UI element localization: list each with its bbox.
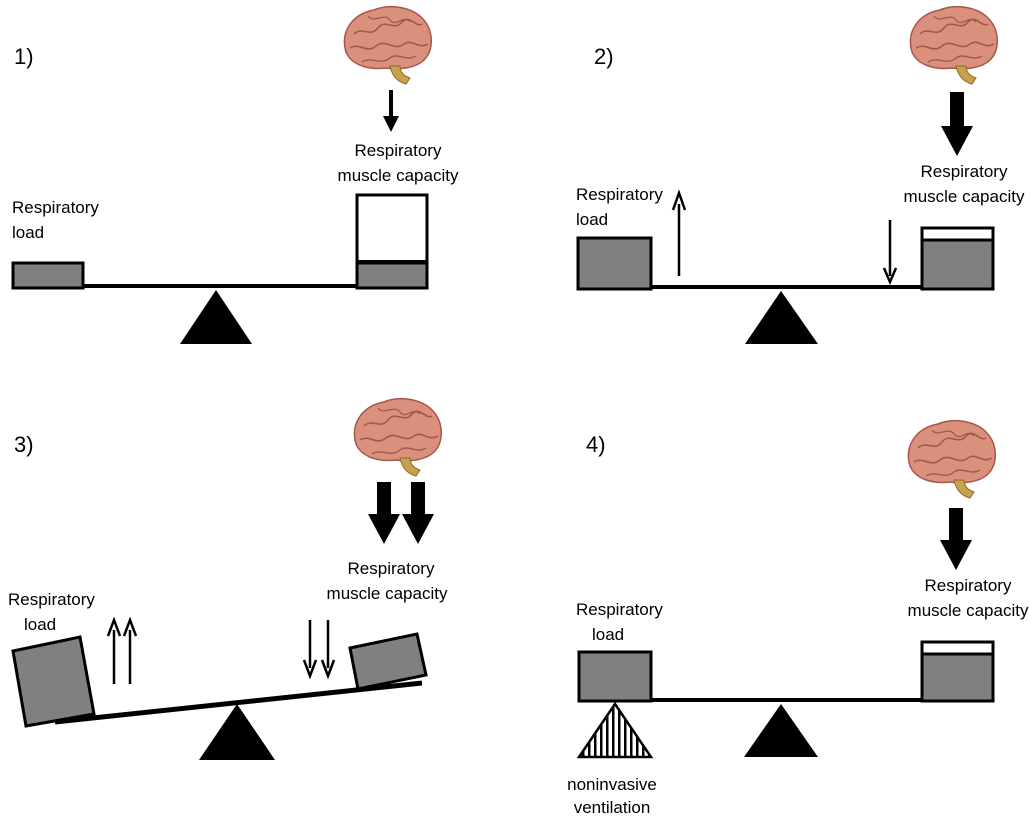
panel-number: 1)	[14, 44, 34, 69]
double-down-arrow-thick	[368, 482, 434, 544]
load-label-line1: Respiratory	[576, 185, 663, 204]
fulcrum	[199, 704, 275, 760]
load-label-line1: Respiratory	[576, 600, 663, 619]
load-label-line1: Respiratory	[8, 590, 95, 609]
capacity-label-line2: muscle capacity	[327, 584, 448, 603]
capacity-label-line2: muscle capacity	[904, 187, 1025, 206]
down-arrow-thick	[941, 92, 973, 156]
panel-number: 2)	[594, 44, 614, 69]
capacity-fill	[355, 261, 429, 290]
load-box	[11, 635, 96, 728]
down-arrow-thick	[940, 508, 972, 570]
capacity-fill	[920, 238, 995, 291]
load-label-line2: load	[24, 615, 56, 634]
support-label-line2: ventilation	[574, 798, 651, 817]
fulcrum	[180, 290, 252, 344]
capacity-label-line1: Respiratory	[348, 559, 435, 578]
load-box	[576, 236, 653, 291]
capacity-label-line2: muscle capacity	[338, 166, 459, 185]
double-up-arrow-thin	[106, 616, 138, 684]
support-label-line1: noninvasive	[567, 775, 657, 794]
load-box	[577, 650, 653, 703]
capacity-fill	[920, 652, 995, 703]
load-label-line2: load	[592, 625, 624, 644]
panel-1: 1) Respiratory muscle capacity Respirato…	[11, 5, 459, 344]
brain-icon	[909, 5, 999, 85]
down-arrow-thin	[383, 90, 399, 132]
panel-4: 4) Respiratory muscle capacity Respirato…	[567, 419, 1029, 817]
capacity-label-line1: Respiratory	[921, 162, 1008, 181]
panel-3: 3) Respiratory muscle capacity Respirato…	[8, 397, 448, 760]
double-down-arrow-thin	[302, 620, 336, 680]
up-arrow-thin	[671, 189, 687, 276]
capacity-box	[348, 632, 428, 691]
brain-icon	[907, 419, 997, 499]
capacity-label-line2: muscle capacity	[908, 601, 1029, 620]
capacity-label-line1: Respiratory	[355, 141, 442, 160]
load-label-line1: Respiratory	[12, 198, 99, 217]
panel-number: 4)	[586, 432, 606, 457]
panel-2: 2) Respiratory muscle capacity Respirato…	[576, 5, 1025, 344]
fulcrum	[745, 291, 818, 344]
load-label-line2: load	[12, 223, 44, 242]
panel-number: 3)	[14, 432, 34, 457]
brain-icon	[353, 397, 443, 477]
load-label-line2: load	[576, 210, 608, 229]
fulcrum	[744, 704, 818, 757]
down-arrow-thin	[882, 220, 898, 286]
load-box	[11, 261, 85, 290]
capacity-label-line1: Respiratory	[925, 576, 1012, 595]
brain-icon	[343, 5, 433, 85]
ventilation-support-triangle	[576, 701, 654, 759]
